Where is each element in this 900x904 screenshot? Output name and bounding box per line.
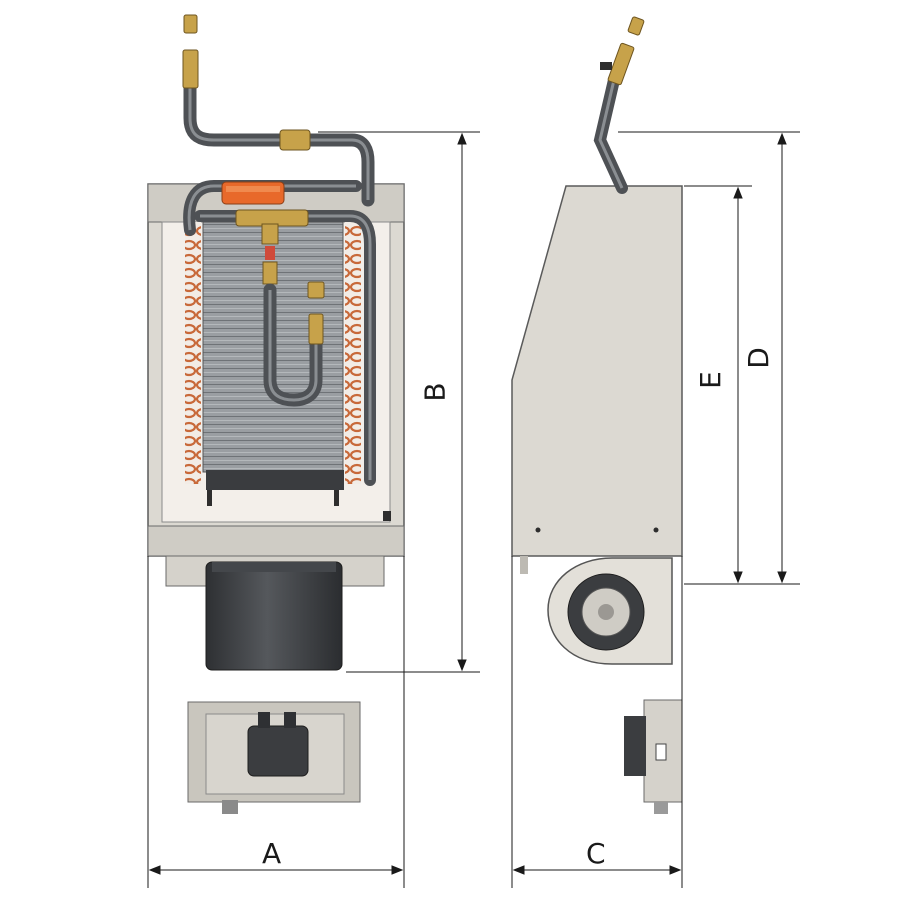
coil-right-header: [345, 222, 361, 484]
top-nut-fitting: [183, 14, 198, 34]
mid-union-fitting: [279, 129, 311, 151]
control-box-actuator: [247, 725, 309, 777]
side-valve-fitting: [607, 42, 635, 86]
mount-tab-right: [334, 490, 339, 506]
dim-label-e: E: [693, 371, 727, 389]
inlet-pipe: [183, 81, 289, 147]
return-fitting: [308, 313, 324, 345]
mount-tab-left: [207, 490, 212, 506]
coil-left-header: [185, 222, 201, 484]
sensor-red: [265, 246, 275, 260]
valve-actuator: [221, 181, 285, 205]
return-nut: [307, 281, 325, 299]
top-union-fitting: [182, 49, 199, 89]
dim-label-c: C: [586, 837, 606, 870]
coil-drain-bar: [206, 470, 344, 490]
dim-label-b: B: [418, 382, 452, 402]
front-casing-bottom: [147, 525, 405, 557]
front-view: [147, 14, 405, 814]
dim-label-a: A: [262, 837, 282, 870]
fan-motor: [205, 561, 343, 671]
bottom-screw: [383, 511, 391, 521]
dimension-lines: [147, 131, 800, 888]
side-casing: [511, 185, 683, 557]
dim-label-d: D: [741, 347, 775, 369]
side-view: [511, 16, 683, 814]
